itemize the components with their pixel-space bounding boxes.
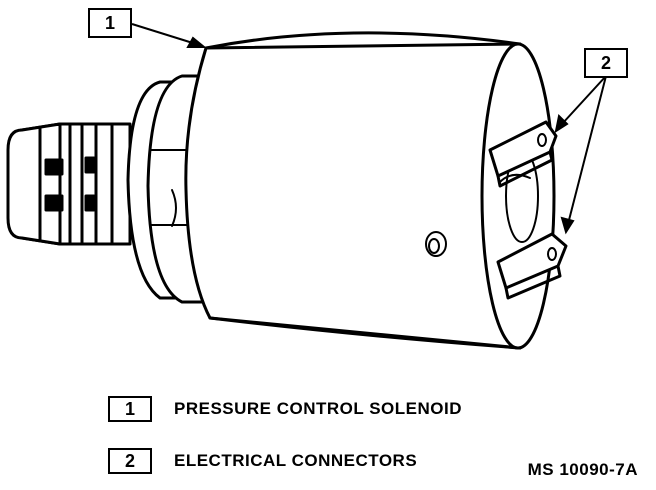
legend-item-1-number: 1 xyxy=(108,396,152,422)
callout-1: 1 xyxy=(88,8,132,38)
valve-spool xyxy=(6,122,132,246)
leader-lines xyxy=(131,23,607,235)
electrical-connectors xyxy=(488,120,568,300)
legend-item-1: 1 PRESSURE CONTROL SOLENOID xyxy=(108,396,462,422)
legend-item-2: 2 ELECTRICAL CONNECTORS xyxy=(108,448,417,474)
legend-item-1-label: PRESSURE CONTROL SOLENOID xyxy=(174,399,462,418)
legend-item-2-label: ELECTRICAL CONNECTORS xyxy=(174,451,418,470)
callout-2-number: 2 xyxy=(600,52,611,73)
figure-reference-code: MS 10090-7A xyxy=(527,460,638,479)
legend-item-2-number: 2 xyxy=(108,448,152,474)
callout-1-number: 1 xyxy=(104,12,115,33)
callout-2: 2 xyxy=(584,48,628,78)
solenoid-body xyxy=(184,31,556,350)
